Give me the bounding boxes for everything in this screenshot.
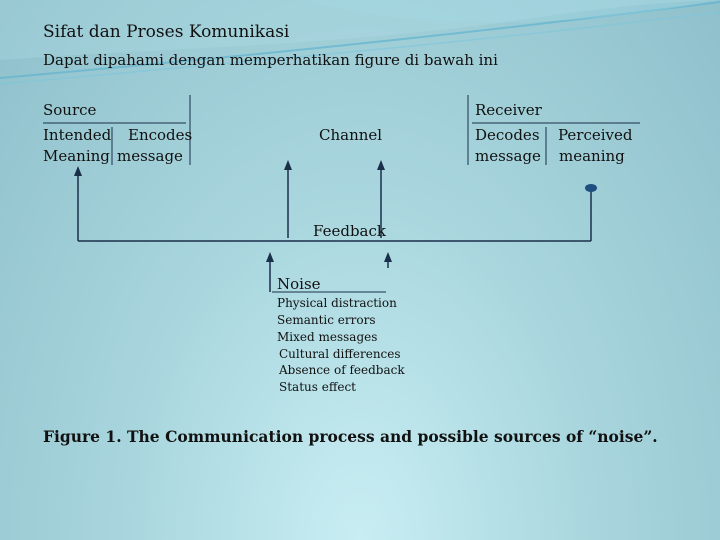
feedback-label: Feedback [313, 222, 386, 240]
noise-item: Mixed messages [277, 330, 378, 344]
decodes-message-label: message [475, 147, 541, 165]
slide-subtitle: Dapat dipahami dengan memperhatikan figu… [43, 51, 498, 69]
noise-arrowhead-left [266, 252, 274, 262]
meaning-label: Meaning [43, 147, 110, 165]
feedback-arrowhead [74, 166, 82, 176]
noise-arrowhead-right [384, 252, 392, 262]
encodes-label: Encodes [128, 126, 193, 144]
decodes-label: Decodes [475, 126, 540, 144]
noise-item: Physical distraction [277, 296, 397, 310]
source-label: Source [43, 101, 97, 119]
figure-caption: Figure 1. The Communication process and … [43, 427, 658, 446]
slide-title: Sifat dan Proses Komunikasi [43, 22, 290, 42]
receiver-label: Receiver [475, 101, 542, 119]
channel-arrowhead-left [284, 160, 292, 170]
noise-label: Noise [277, 275, 321, 293]
feedback-start-dot [585, 184, 597, 192]
perceived-label: Perceived [558, 126, 633, 144]
perceived-meaning-label: meaning [559, 147, 625, 165]
channel-label: Channel [319, 126, 383, 144]
noise-item: Cultural differences [279, 347, 401, 361]
noise-item: Absence of feedback [279, 363, 405, 377]
channel-arrowhead-right [377, 160, 385, 170]
noise-item: Status effect [279, 380, 356, 394]
intended-label: Intended [43, 126, 112, 144]
noise-item: Semantic errors [277, 313, 376, 327]
encodes-message-label: message [117, 147, 183, 165]
